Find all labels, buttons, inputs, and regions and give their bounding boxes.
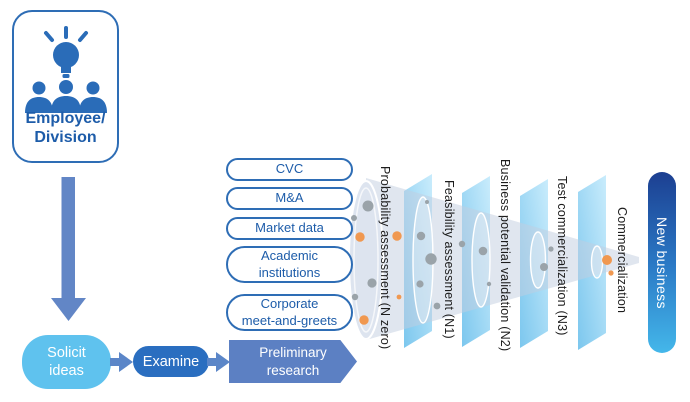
idea-people-icon <box>24 26 107 113</box>
stage-label: Test commercialization (N3) <box>555 176 569 336</box>
funnel-cone <box>366 178 639 340</box>
idea-dot-gray <box>362 200 374 212</box>
idea-dot-gray <box>478 246 488 256</box>
stage-label: Commercialization <box>615 207 629 314</box>
funnel-mouth-highlight <box>353 187 379 333</box>
lightbulb-rays-icon <box>43 26 88 42</box>
idea-dot-gray <box>351 293 359 301</box>
idea-dot-gray <box>416 231 426 241</box>
source-pill: CVC <box>226 158 353 181</box>
idea-dot-orange <box>355 232 365 242</box>
idea-dot-gray <box>425 253 437 265</box>
funnel-ellipse <box>529 231 547 289</box>
flow-arrow-icon <box>207 352 230 372</box>
source-pill-label: M&A <box>275 190 304 206</box>
source-pill-label: Market data <box>255 220 324 236</box>
people-icon <box>24 80 107 113</box>
idea-dot-orange <box>602 255 612 265</box>
employee-division-label: Employee/ Division <box>25 109 106 147</box>
funnel-ellipse <box>471 212 491 308</box>
source-pill-label: institutions <box>258 264 321 280</box>
idea-dot-gray <box>548 246 554 252</box>
idea-dot-orange <box>392 231 402 241</box>
stage-label: Feasibility assessment (N1) <box>442 180 456 339</box>
lightbulb-icon <box>52 42 79 78</box>
preliminary-research-banner: Preliminary research <box>229 340 357 383</box>
idea-dot-orange <box>396 294 402 300</box>
idea-dot-gray <box>458 240 466 248</box>
down-arrow <box>51 177 86 321</box>
employee-division-box: Employee/ Division <box>12 10 119 163</box>
new-business-banner: New business <box>648 172 676 353</box>
source-pill-label: Academic <box>260 248 319 264</box>
examine-pill: Examine <box>133 346 209 377</box>
source-pill-label: CVC <box>275 161 304 177</box>
solicit-ideas-bubble: Solicit ideas <box>22 335 111 389</box>
idea-dot-gray <box>351 215 357 221</box>
idea-dot-gray <box>367 278 377 288</box>
flow-arrow-icon <box>110 352 133 372</box>
source-pill: M&A <box>226 187 353 210</box>
idea-dot-gray <box>486 281 492 287</box>
new-business-label: New business <box>654 216 670 309</box>
idea-dot-gray <box>416 280 424 288</box>
funnel-ellipse <box>590 245 604 279</box>
idea-dot-orange <box>608 270 614 276</box>
stage-label: Business potential validation (N2) <box>498 159 512 352</box>
idea-dot-gray <box>540 263 548 271</box>
idea-dot-gray <box>425 200 429 204</box>
source-pill-label: Corporate <box>260 296 319 312</box>
source-pill: Market data <box>226 217 353 240</box>
stage-label: Probability assessment (N zero) <box>378 166 392 350</box>
idea-dot-orange <box>359 315 369 325</box>
source-pill-label: meet-and-greets <box>241 312 338 328</box>
idea-dot-gray <box>433 302 441 310</box>
